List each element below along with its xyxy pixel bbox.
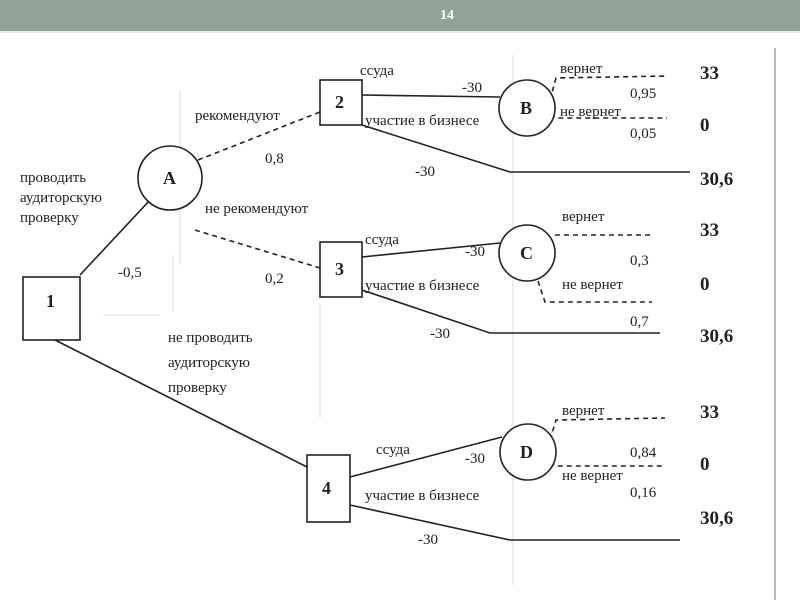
- edge-4-business: [349, 504, 680, 541]
- cost-label: -30: [465, 451, 485, 467]
- edge-2-business: [361, 124, 690, 173]
- edge-label: вернет: [560, 61, 603, 77]
- slide-header-bar: 14: [0, 0, 800, 33]
- outcome-value: 0: [700, 115, 710, 136]
- outcome-value: 30,6: [700, 169, 733, 190]
- edge-D-not-repay: [549, 461, 665, 467]
- probability-label: 0,05: [630, 126, 656, 142]
- cost-label: -30: [430, 326, 450, 342]
- cost-label: -30: [465, 244, 485, 260]
- cost-label: -30: [415, 164, 435, 180]
- edge-label: рекомендуют: [195, 108, 280, 124]
- cost-label: -0,5: [118, 265, 142, 281]
- probability-label: 0,2: [265, 271, 284, 287]
- probability-label: 0,95: [630, 86, 656, 102]
- outcome-value: 0: [700, 274, 710, 295]
- chance-node-B: [498, 79, 556, 137]
- edge-label: не проводить: [168, 330, 253, 346]
- decision-node-2: [319, 79, 363, 126]
- node-label: B: [520, 98, 532, 118]
- edge-D-repay: [549, 417, 666, 441]
- decision-node-1: [22, 276, 81, 341]
- edge-label: проверку: [20, 210, 79, 226]
- probability-label: 0,3: [630, 253, 649, 269]
- edge-label: не вернет: [562, 277, 623, 293]
- outcome-value: 30,6: [700, 508, 733, 529]
- outcome-value: 33: [700, 402, 719, 423]
- edge-label: ссуда: [360, 63, 394, 79]
- edge-label: ссуда: [365, 232, 399, 248]
- decision-node-3: [319, 241, 363, 298]
- node-label: 1: [46, 291, 55, 311]
- edge-label: участие в бизнесе: [365, 113, 480, 129]
- edge-label: проверку: [168, 380, 227, 396]
- edge-label: вернет: [562, 209, 605, 225]
- edge-3-C: [361, 242, 501, 258]
- edge-label: ссуда: [376, 442, 410, 458]
- edge-label: вернет: [562, 403, 605, 419]
- edge-label: аудиторскую: [20, 190, 102, 206]
- edge-label: проводить: [20, 170, 86, 186]
- edge-3-business: [361, 289, 660, 334]
- edge-label: аудиторскую: [168, 355, 250, 371]
- node-label: 4: [322, 478, 331, 498]
- probability-label: 0,8: [265, 151, 284, 167]
- edge-B-repay: [549, 75, 668, 101]
- edge-label: не вернет: [560, 104, 621, 120]
- probability-label: 0,84: [630, 445, 657, 461]
- node-label: C: [520, 243, 533, 263]
- cost-label: -30: [418, 532, 438, 548]
- edge-label: участие в бизнесе: [365, 278, 480, 294]
- edge-A-3: [194, 229, 321, 269]
- edge-4-D: [349, 436, 503, 478]
- node-label: A: [163, 168, 176, 188]
- chance-node-A: [137, 145, 203, 211]
- probability-label: 0,16: [630, 485, 657, 501]
- probability-label: 0,7: [630, 314, 649, 330]
- node-label: 3: [335, 259, 344, 279]
- node-label: 2: [335, 92, 344, 112]
- chance-node-C: [498, 224, 556, 282]
- edge-1-A: [79, 199, 151, 276]
- edge-C-not-repay: [537, 280, 652, 303]
- chance-node-D: [499, 423, 557, 481]
- edge-label: не рекомендуют: [205, 201, 309, 217]
- cost-label: -30: [462, 80, 482, 96]
- edge-A-2: [197, 111, 321, 161]
- edge-1-4: [54, 339, 308, 468]
- outcome-value: 33: [700, 63, 719, 84]
- outcome-value: 30,6: [700, 326, 733, 347]
- outcome-value: 33: [700, 220, 719, 241]
- node-label: D: [520, 442, 533, 462]
- edge-label: участие в бизнесе: [365, 488, 480, 504]
- outcome-value: 0: [700, 454, 710, 475]
- edge-2-B: [361, 94, 501, 98]
- edge-label: не вернет: [562, 468, 623, 484]
- decision-node-4: [306, 454, 351, 523]
- slide-number: 14: [440, 8, 454, 23]
